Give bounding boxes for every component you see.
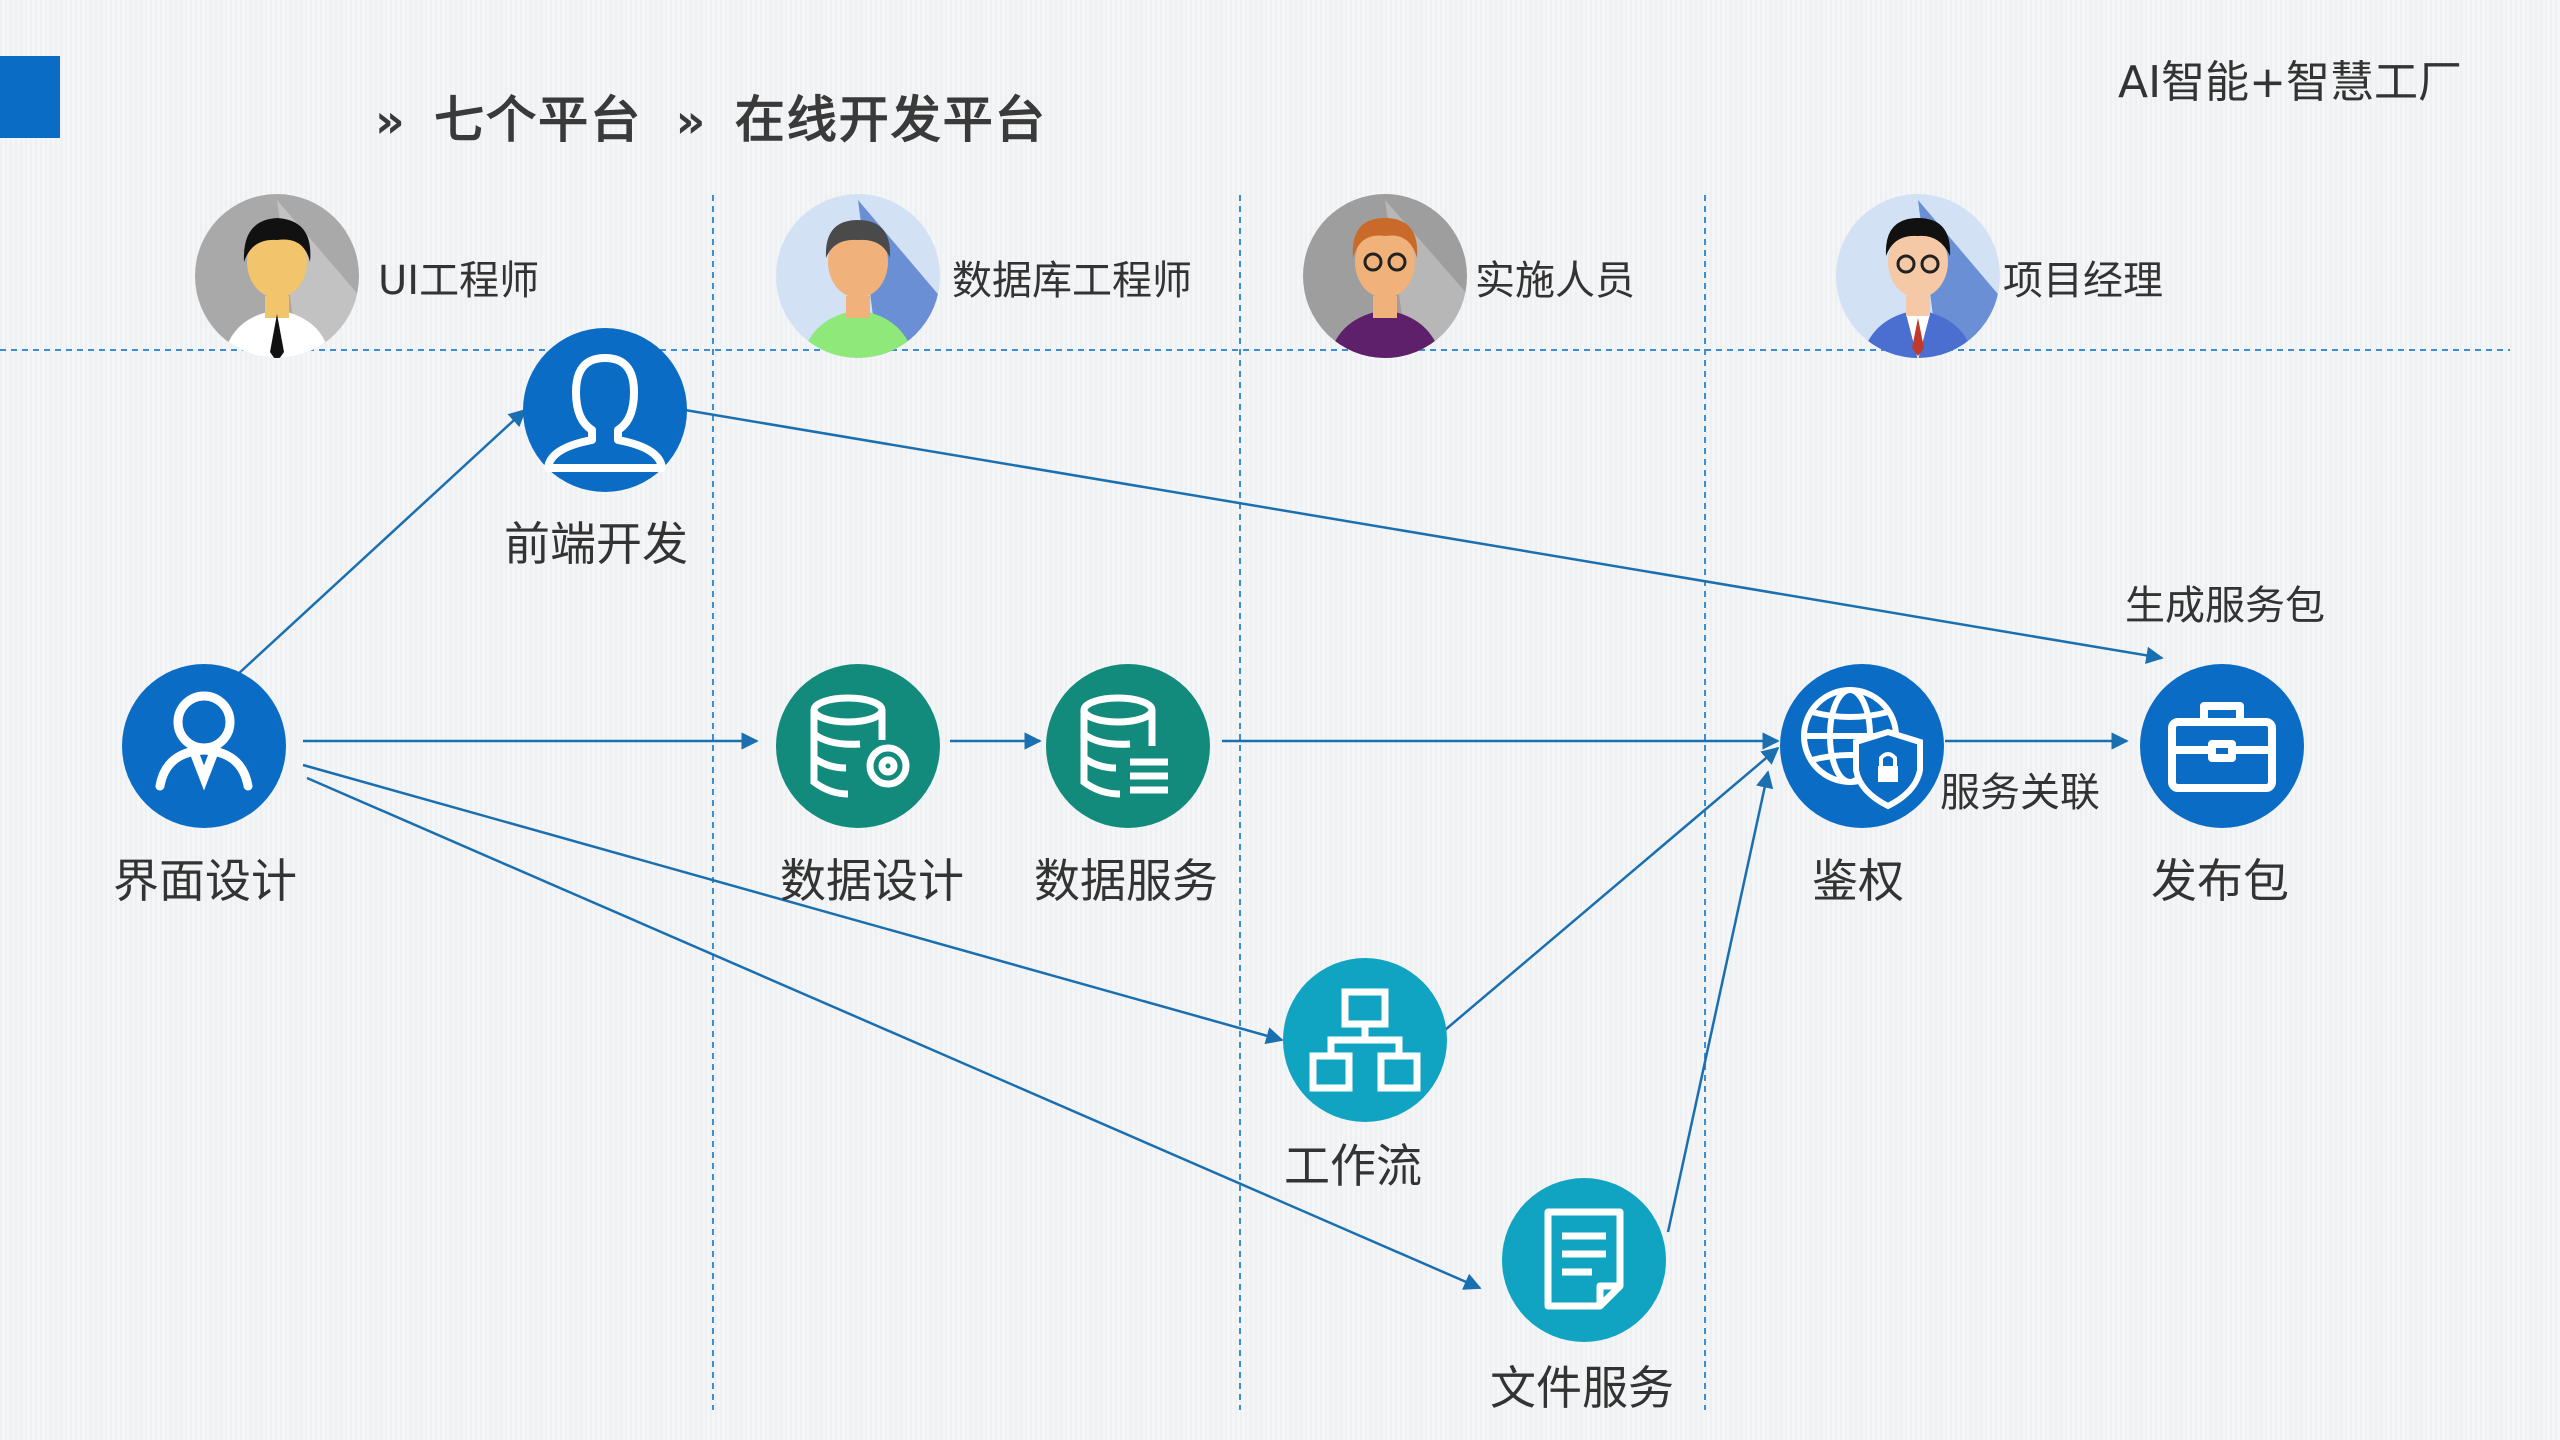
- connectors: [236, 408, 2164, 1290]
- edge-workflow-to-auth: [1444, 746, 1780, 1031]
- title-chevron-2: »: [675, 94, 708, 148]
- node-label-release: 发布包: [2151, 854, 2289, 908]
- node-label-data-design: 数据设计: [780, 854, 964, 908]
- edge-fileservice-to-auth: [1666, 770, 1774, 1233]
- node-label-ui-design: 界面设计: [113, 854, 297, 908]
- node-label-auth: 鉴权: [1812, 854, 1904, 908]
- node-label-frontend-dev: 前端开发: [504, 517, 688, 571]
- node-label-file-service: 文件服务: [1490, 1361, 1674, 1415]
- node-ui-design[interactable]: [122, 664, 286, 828]
- node-label-workflow: 工作流: [1284, 1139, 1422, 1193]
- avatar-implementer: [1303, 194, 1467, 358]
- avatar-project-manager: [1836, 194, 2000, 358]
- database-list-icon: [1080, 694, 1168, 798]
- edge-ui-to-fileservice: [306, 776, 1482, 1290]
- edge-ui-to-frontend: [236, 408, 527, 676]
- node-frontend-dev[interactable]: [523, 328, 687, 492]
- node-release[interactable]: [2140, 664, 2304, 828]
- title-chevron-1: »: [375, 94, 407, 148]
- user-outline-icon: [155, 691, 253, 791]
- document-icon: [1544, 1208, 1624, 1310]
- node-label-data-service: 数据服务: [1034, 854, 1218, 908]
- title-online-dev: 在线开发平台: [734, 91, 1047, 149]
- globe-shield-icon: [1801, 687, 1923, 810]
- role-label-db-engineer: 数据库工程师: [952, 258, 1192, 304]
- accent-block: [0, 56, 60, 138]
- role-label-project-manager: 项目经理: [2003, 258, 2163, 304]
- role-label-implementer: 实施人员: [1475, 258, 1635, 304]
- edge-label-generate-package: 生成服务包: [2125, 583, 2325, 629]
- edge-ui-to-workflow: [302, 763, 1284, 1045]
- role-label-ui-engineer: UI工程师: [378, 258, 540, 304]
- brand-logo-text: AI智能+智慧工厂: [2118, 57, 2462, 108]
- avatar-db-engineer: [776, 194, 940, 358]
- database-gear-icon: [810, 694, 910, 798]
- edge-frontend-to-release: [684, 408, 2164, 665]
- guide-lines: [0, 195, 2510, 1410]
- node-data-design[interactable]: [776, 664, 940, 828]
- avatar-ui-engineer: [195, 194, 359, 358]
- edge-label-service-link: 服务关联: [1940, 770, 2100, 816]
- page-title: » 七个平台 » 在线开发平台: [375, 80, 1047, 152]
- node-data-service[interactable]: [1046, 664, 1210, 828]
- title-platforms: 七个平台: [434, 91, 643, 149]
- toolbox-icon: [2168, 702, 2276, 792]
- node-auth[interactable]: [1780, 664, 1944, 828]
- node-file-service[interactable]: [1502, 1178, 1666, 1342]
- person-silhouette-icon: [544, 354, 666, 472]
- org-chart-icon: [1309, 988, 1421, 1092]
- node-workflow[interactable]: [1283, 958, 1447, 1122]
